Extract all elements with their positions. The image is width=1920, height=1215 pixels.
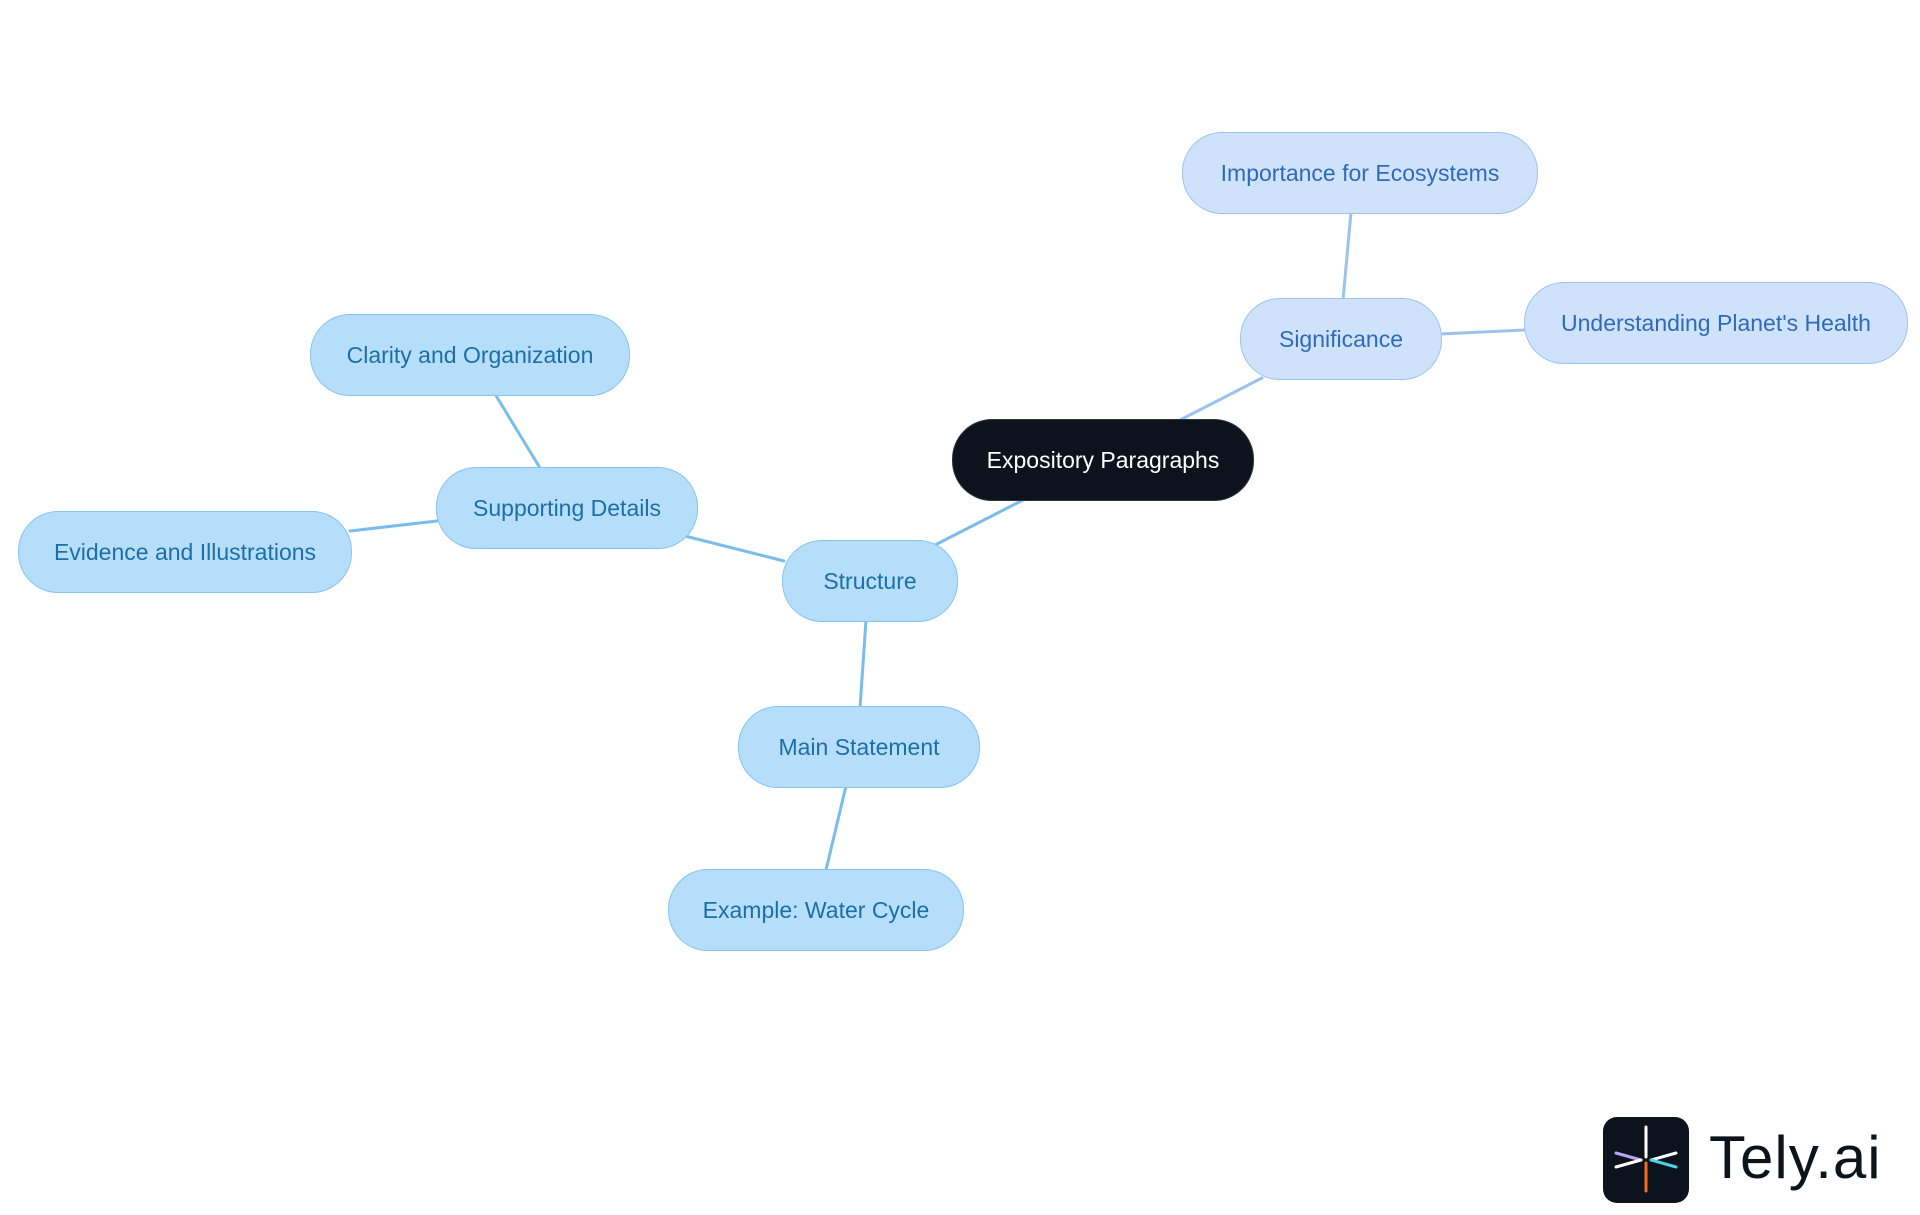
tely-logo: Tely.ai: [1603, 1117, 1903, 1207]
water-cycle-node[interactable]: Example: Water Cycle: [668, 869, 964, 951]
root-node[interactable]: Expository Paragraphs: [952, 419, 1254, 501]
supporting-details-label: Supporting Details: [473, 494, 661, 521]
evidence-label: Evidence and Illustrations: [53, 538, 317, 565]
supporting-details-node[interactable]: Supporting Details: [436, 467, 698, 549]
structure-node[interactable]: Structure: [782, 540, 958, 622]
tely-logo-text: Tely.ai: [1709, 1124, 1882, 1191]
structure-label: Structure: [823, 567, 917, 594]
link-main-water: [824, 784, 848, 872]
main-statement-node[interactable]: Main Statement: [738, 706, 980, 788]
clarity-label: Clarity and Organization: [346, 341, 594, 368]
link-supporting-clarity: [493, 392, 542, 470]
evidence-node[interactable]: Evidence and Illustrations: [18, 511, 352, 593]
root-label: Expository Paragraphs: [986, 446, 1220, 473]
link-supporting-evidence: [348, 519, 439, 533]
significance-node[interactable]: Significance: [1240, 298, 1442, 380]
water-cycle-label: Example: Water Cycle: [702, 896, 930, 923]
link-significance-health: [1438, 328, 1528, 336]
planet-health-label: Understanding Planet's Health: [1561, 309, 1871, 336]
planet-health-node[interactable]: Understanding Planet's Health: [1524, 282, 1908, 364]
ecosystems-label: Importance for Ecosystems: [1220, 159, 1500, 186]
link-significance-ecosystems: [1341, 210, 1353, 302]
link-structure-main: [858, 618, 868, 710]
ecosystems-node[interactable]: Importance for Ecosystems: [1182, 132, 1538, 214]
tely-logo-icon: [1603, 1117, 1689, 1203]
link-root-significance: [1178, 376, 1264, 422]
clarity-node[interactable]: Clarity and Organization: [310, 314, 630, 396]
significance-label: Significance: [1278, 325, 1404, 352]
main-statement-label: Main Statement: [778, 733, 940, 760]
link-structure-supporting: [683, 534, 786, 563]
link-root-structure: [933, 497, 1027, 547]
